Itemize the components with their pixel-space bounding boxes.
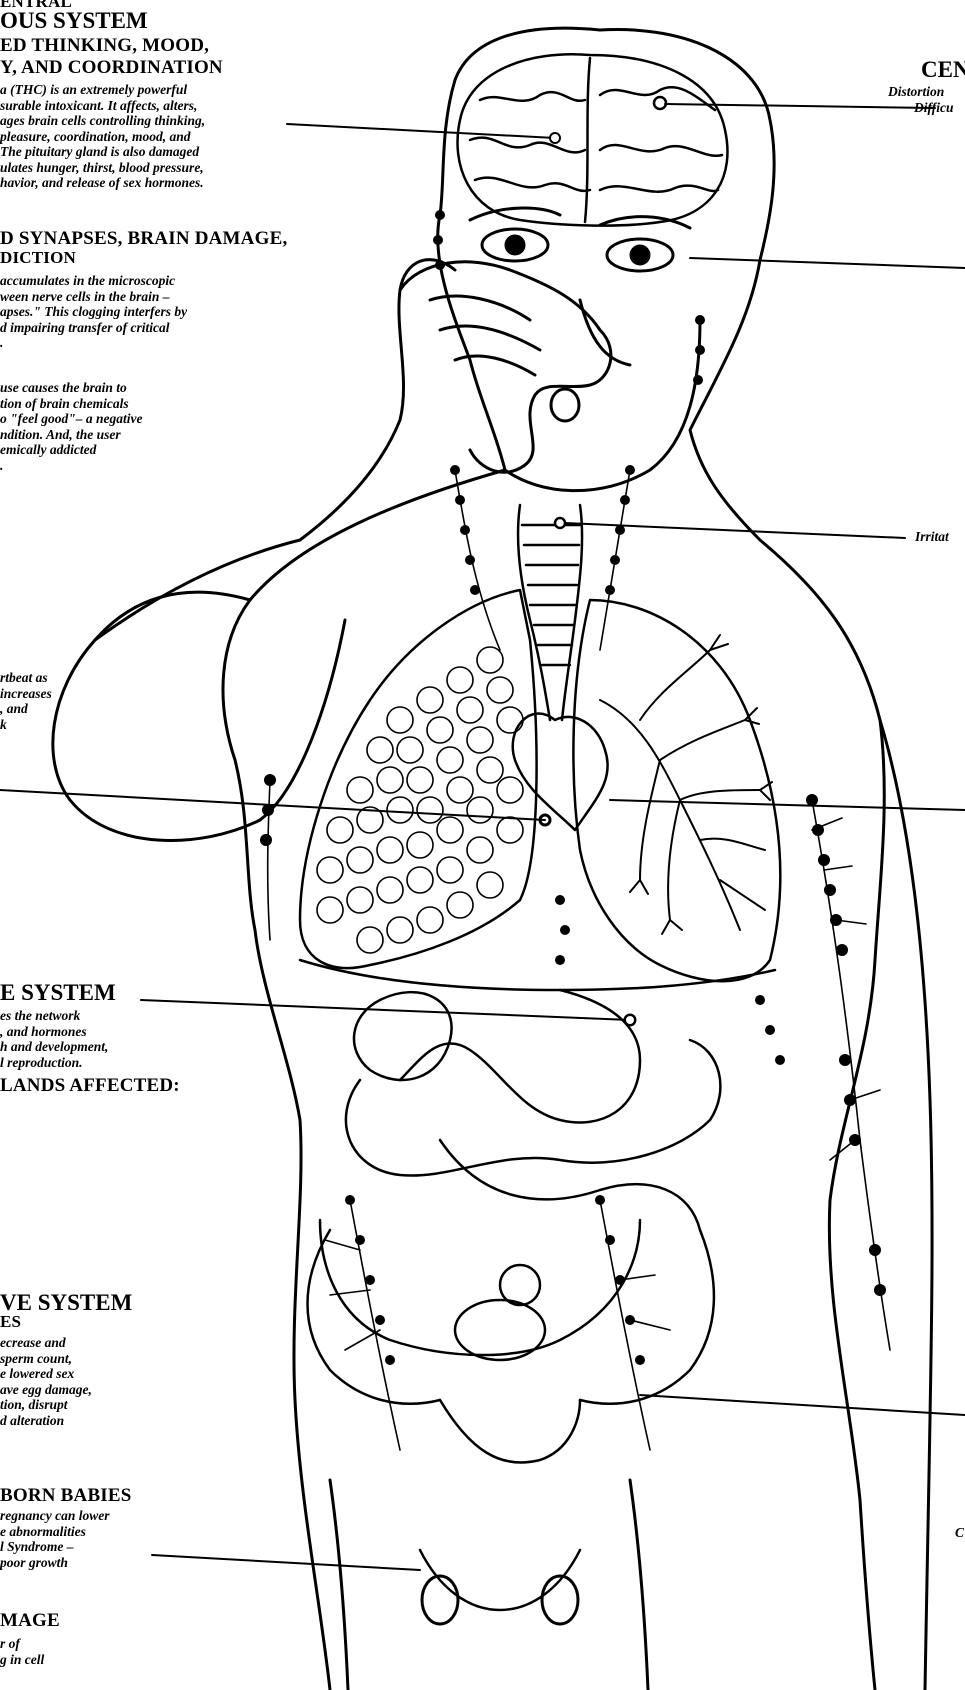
cns-body: a (THC) is an extremely powerful surable… [0, 82, 205, 191]
lymph-vessels [268, 470, 890, 1450]
newborn-heading: BORN BABIES [0, 1485, 132, 1507]
newborn-body: regnancy can lower e abnormalities l Syn… [0, 1508, 110, 1570]
cns-heading-4: DICTION [0, 248, 76, 268]
cns-heading: ED THINKING, MOOD, [0, 35, 209, 57]
endocrine-title: E SYSTEM [0, 980, 116, 1006]
damage-heading: MAGE [0, 1610, 60, 1632]
right-throat-label: Irritat [915, 529, 949, 545]
brain [458, 54, 728, 225]
cns-body-2: accumulates in the microscopic ween nerv… [0, 273, 187, 351]
lung-right [573, 600, 780, 981]
heart [513, 714, 608, 830]
reproductive-title-2: ES [0, 1312, 21, 1332]
endocrine-body: es the network , and hormones h and deve… [0, 1008, 108, 1070]
right-lower-label: C [955, 1525, 964, 1541]
lung-left [300, 590, 537, 968]
cns-subtitle: OUS SYSTEM [0, 8, 148, 34]
heart-body: rtbeat as increases , and k [0, 670, 52, 732]
damage-body: r of g in cell [0, 1636, 44, 1667]
cns-heading-3: D SYNAPSES, BRAIN DAMAGE, [0, 228, 287, 250]
liver [354, 992, 452, 1080]
hand-outline [400, 262, 611, 472]
reproductive-body: ecrease and sperm count, e lowered sex a… [0, 1335, 92, 1428]
trachea [518, 505, 582, 720]
right-cns-title: CEN [921, 57, 965, 83]
stomach [400, 990, 640, 1123]
right-cns-body: Distortion Difficu [888, 84, 954, 115]
endocrine-heading: LANDS AFFECTED: [0, 1075, 180, 1097]
cns-body-3: use causes the brain to tion of brain ch… [0, 380, 142, 473]
cns-heading-2: Y, AND COORDINATION [0, 57, 223, 79]
pelvis [308, 1220, 714, 1463]
